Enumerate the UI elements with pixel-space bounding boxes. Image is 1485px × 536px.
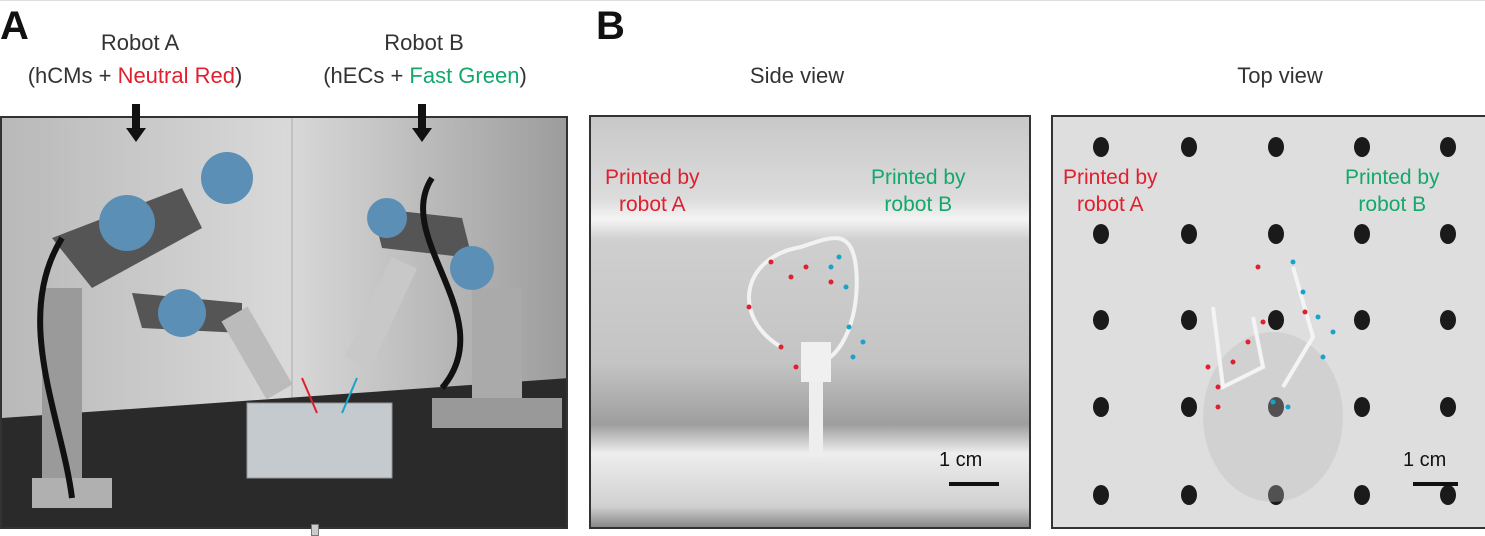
top-label-a-line2: robot A [1077, 193, 1144, 216]
pegboard-hole [1440, 310, 1456, 330]
pegboard-hole [1440, 397, 1456, 417]
bath-arrow [311, 524, 319, 536]
robot-a-close: ) [234, 63, 243, 88]
side-label-b-line2: robot B [884, 193, 953, 216]
pegboard-hole [1268, 485, 1284, 505]
pegboard-hole [1354, 224, 1370, 244]
pegboard-hole [1354, 397, 1370, 417]
pegboard-hole [1440, 137, 1456, 157]
robot-b-close: ) [519, 63, 527, 88]
top-view-title: Top view [1237, 63, 1323, 88]
pegboard-hole [1093, 397, 1109, 417]
pegboard-hole [1440, 224, 1456, 244]
panel-letter-b: B [596, 4, 625, 48]
pegboard-hole [1181, 310, 1197, 330]
top-label-b-line2: robot B [1358, 193, 1427, 216]
pegboard-hole [1181, 224, 1197, 244]
top-label-b-line1: Printed by [1345, 166, 1440, 189]
pegboard-hole [1093, 137, 1109, 157]
pegboard-hole [1440, 485, 1456, 505]
side-label-robot-b: Printed by robot B [871, 164, 966, 218]
robot-b-cells: (hECs + [323, 63, 410, 88]
robot-b-dye: Fast Green [409, 63, 520, 88]
robot-b-arrowhead [412, 128, 432, 142]
top-label-robot-b: Printed by robot B [1345, 164, 1440, 218]
robot-a-cells: (hCMs + [27, 63, 118, 88]
top-view-photo: Printed by robot A Printed by robot B 1 cm [1051, 115, 1485, 529]
pegboard-hole [1181, 397, 1197, 417]
pegboard-hole [1093, 485, 1109, 505]
robot-a-subtitle: (hCMs + Neutral Red) [0, 63, 275, 89]
top-scale-bar [1413, 482, 1458, 486]
side-label-a-line1: Printed by [605, 166, 700, 189]
pegboard-hole [1354, 310, 1370, 330]
pegboard-hole [1354, 137, 1370, 157]
pegboard-hole [1181, 485, 1197, 505]
pegboard-hole [1093, 310, 1109, 330]
side-label-b-line1: Printed by [871, 166, 966, 189]
robot-b-title: Robot B [384, 30, 464, 55]
side-view-title: Side view [749, 63, 845, 88]
pegboard-hole [1093, 224, 1109, 244]
side-label-a-line2: robot A [619, 193, 686, 216]
pegboard-hole [1268, 137, 1284, 157]
top-label-a-line1: Printed by [1063, 166, 1158, 189]
robot-a-dye: Neutral Red [117, 63, 235, 88]
side-label-robot-a: Printed by robot A [605, 164, 700, 218]
robots-photo [0, 116, 568, 529]
robot-b-subtitle: (hECs + Fast Green) [285, 63, 565, 89]
side-scale-label: 1 cm [939, 449, 983, 471]
top-scale-label: 1 cm [1403, 449, 1447, 471]
side-view-photo: Printed by robot A Printed by robot B 1 cm [589, 115, 1031, 529]
top-label-robot-a: Printed by robot A [1063, 164, 1158, 218]
pegboard-hole [1268, 310, 1284, 330]
pegboard-hole [1354, 485, 1370, 505]
side-scale-bar [949, 482, 999, 486]
robot-a-arrowhead [126, 128, 146, 142]
pegboard-hole [1268, 224, 1284, 244]
panel-letter-a: A [0, 4, 29, 48]
robot-a-arrow [132, 104, 140, 130]
robot-b-arrow [418, 104, 426, 130]
pegboard-hole [1181, 137, 1197, 157]
robot-a-title: Robot A [100, 30, 180, 55]
top-rule [0, 0, 1485, 1]
